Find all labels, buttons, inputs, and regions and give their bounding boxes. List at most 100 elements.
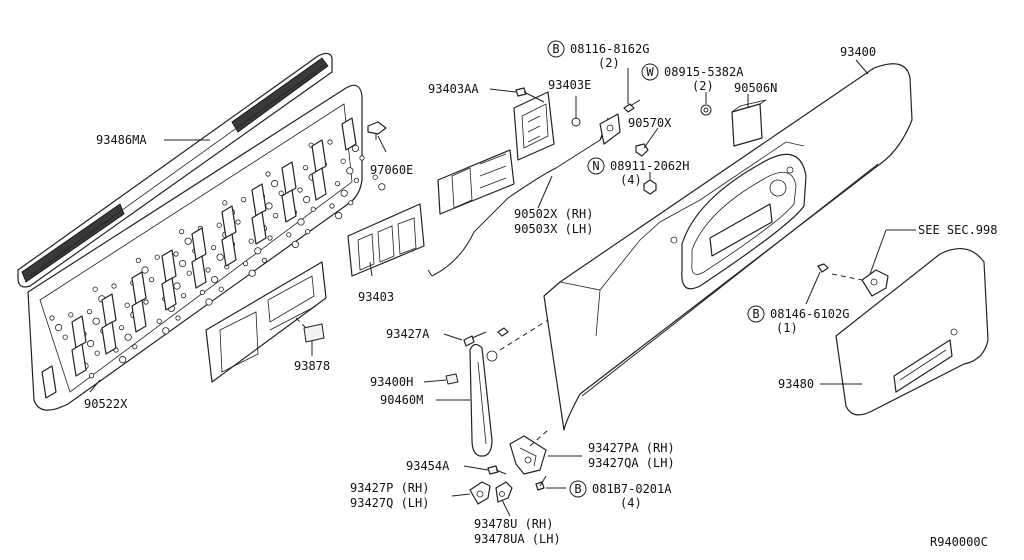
svg-text:B: B [574,482,581,496]
panel-hole [334,212,343,220]
panel-hole [310,206,316,212]
panel-hole [218,286,224,292]
panel-hole [186,270,192,276]
panel-hole [173,282,181,290]
tailgate-shell [543,63,913,431]
label-plate-93878 [303,323,325,343]
panel-hole [94,350,100,356]
panel-slot [251,211,267,245]
panel-hole [49,315,55,321]
label-97060E: 97060E [370,163,413,177]
bolt-93403AA [515,87,545,103]
label-90570X: 90570X [628,116,672,130]
panel-slot [41,365,57,399]
nut-08911 [643,179,657,195]
label-93427PA: 93427PA (RH) [588,441,675,455]
label-93486MA: 93486MA [96,133,147,147]
panel-hole [156,318,162,324]
panel-slot [251,183,267,217]
label-93478U: 93478U (RH) [474,517,553,531]
panel-hole [248,269,256,277]
panel-slot [221,205,237,239]
label-90460M: 90460M [380,393,423,407]
dashed-guide-lines [295,273,863,447]
panel-hole [297,218,305,226]
panel-hole [216,222,222,228]
bumper-90506N [731,99,767,147]
panel-slot [101,321,117,355]
panel-hole [111,283,117,289]
panel-slot [131,299,147,333]
emblem-lower [205,261,327,383]
panel-hole [124,333,132,341]
label-081B7-qty: (4) [620,496,642,510]
panel-hole [211,245,217,251]
label-08911-qty: (4) [620,173,642,187]
panel-hole [62,334,68,340]
panel-hole [119,324,125,331]
label-93403: 93403 [358,290,394,304]
panel-hole [92,317,100,325]
label-08915: 08915-5382A [664,65,744,79]
panel-hole [265,202,273,210]
panel-hole [235,219,241,225]
panel-hole [211,275,219,284]
panel-hole [173,251,179,257]
label-08116: 08116-8162G [570,42,649,56]
panel-hole [87,308,93,315]
panel-slot [71,315,87,349]
washer-08915 [700,104,712,116]
emblem-titan-letters [347,203,425,277]
part-labels: 93486MA 90522X 97060E 93403AA 93403E 934… [84,42,997,549]
panel-hole [297,187,303,193]
panel-hole [216,253,224,261]
prefix-marker-n-08911: N [587,157,605,175]
svg-text:N: N [592,159,599,173]
label-08915-qty: (2) [692,79,714,93]
panel-hole [205,267,211,273]
panel-slot [161,249,177,283]
panel-hole [154,254,160,260]
label-90506N: 90506N [734,81,777,95]
label-08146: 08146-6102G [770,307,849,321]
panel-hole [222,200,228,206]
emblem-middle [437,149,515,215]
prefix-marker-b-08116: B [547,40,565,58]
label-93403E: 93403E [548,78,591,92]
nut-93403E [571,117,581,127]
diagram-reference-code: R940000C [930,535,988,549]
panel-hole [286,232,292,238]
panel-hole [278,190,284,196]
panel-slot [71,343,87,377]
label-93454A: 93454A [406,459,450,473]
panel-hole [175,315,181,321]
bolt-08116 [623,99,641,113]
panel-hole [162,327,170,335]
panel-slot [281,161,297,195]
prefix-marker-b-081B7: B [569,480,587,498]
label-081B7: 081B7-0201A [592,482,672,496]
panel-hole [68,312,74,318]
panel-hole [254,247,262,255]
label-93403AA: 93403AA [428,82,479,96]
panel-hole [92,286,98,292]
handle-bezel-93480 [835,247,989,416]
panel-hole [184,237,192,245]
panel-hole [87,339,95,348]
label-08116-qty: (2) [598,56,620,70]
label-93400: 93400 [840,45,876,59]
label-93427A: 93427A [386,327,430,341]
clip-90570X [635,143,649,157]
label-93400H: 93400H [370,375,413,389]
panel-hole [124,302,130,308]
panel-hole [241,197,247,203]
panel-hole [348,200,354,206]
panel-slot [191,255,207,289]
panel-hole [302,196,311,204]
screw-93427A [463,327,509,347]
panel-hole [179,259,187,268]
label-93427Q: 93427Q (LH) [350,496,429,510]
label-08146-qty: (1) [776,321,798,335]
hinge-pivot-93427P [469,481,491,505]
panel-hole [261,257,267,263]
